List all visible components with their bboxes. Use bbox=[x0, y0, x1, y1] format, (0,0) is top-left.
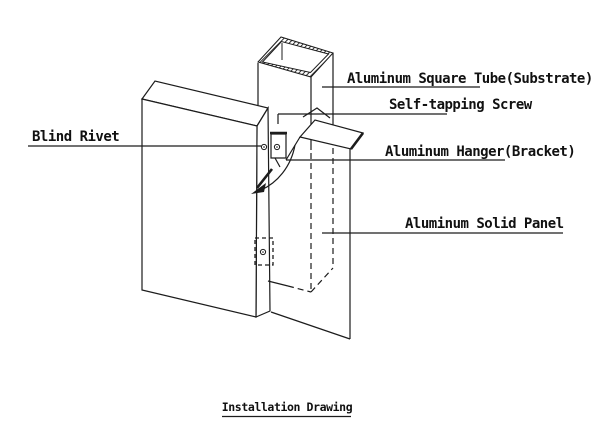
hanger-back-flange bbox=[302, 107, 331, 119]
blind-rivet-left-center bbox=[263, 146, 265, 148]
assembly-arrow-head bbox=[251, 183, 266, 194]
lower-bracket-dashed-outline bbox=[254, 237, 274, 266]
lower-bracket-rivet-center bbox=[262, 251, 264, 253]
hanger-plate-bold-edge bbox=[349, 132, 365, 150]
left-panel bbox=[140, 80, 271, 318]
assembly-arrow-curve bbox=[260, 144, 296, 191]
square-tube bbox=[257, 36, 334, 293]
label-self-tapping-screw: Self-tapping Screw bbox=[389, 97, 533, 113]
right-panel-bottom-edge bbox=[270, 311, 351, 340]
hanger-and-right-panel bbox=[270, 107, 365, 340]
blind-rivet-left bbox=[260, 143, 268, 151]
hanger-lower-lip bbox=[285, 136, 301, 161]
label-square-tube: Aluminum Square Tube(Substrate) bbox=[347, 71, 593, 87]
lower-hidden-bracket bbox=[254, 237, 274, 266]
panel-bracket-tail bbox=[274, 157, 281, 168]
panel-bracket-plate bbox=[270, 133, 287, 159]
panel-bracket bbox=[260, 131, 287, 168]
left-panel-front-face bbox=[141, 98, 258, 318]
leader-lines bbox=[28, 86, 563, 234]
drawing-title: Installation Drawing bbox=[222, 400, 353, 414]
label-solid-panel: Aluminum Solid Panel bbox=[405, 216, 564, 232]
square-tube-bottom-edge-visible bbox=[267, 280, 289, 287]
blind-rivet-right bbox=[273, 143, 281, 151]
square-tube-top-opening bbox=[257, 36, 334, 78]
blind-rivet-right-center bbox=[276, 146, 278, 148]
self-tapping-screw-leader-line bbox=[277, 113, 447, 124]
label-blind-rivet: Blind Rivet bbox=[32, 129, 119, 145]
lower-bracket-rivet bbox=[259, 248, 267, 256]
label-hanger: Aluminum Hanger(Bracket) bbox=[385, 144, 575, 160]
square-tube-bottom-edge-hidden bbox=[287, 267, 334, 293]
assembly-arrow-bold-stroke bbox=[255, 168, 274, 189]
assembly-arrow bbox=[251, 144, 296, 194]
left-panel-edge-face bbox=[255, 105, 271, 318]
